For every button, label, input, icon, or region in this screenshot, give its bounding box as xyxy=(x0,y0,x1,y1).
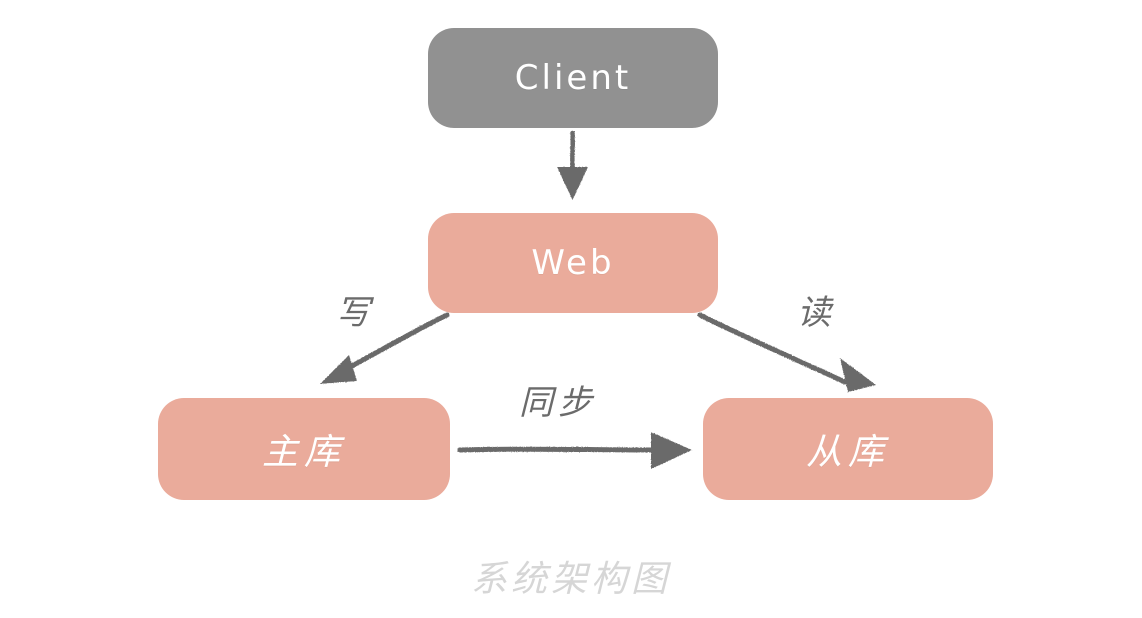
node-slave-database-label: 从库 xyxy=(805,432,890,473)
edge-master-to-slave xyxy=(457,432,692,469)
edge-web-to-slave xyxy=(697,312,876,392)
node-master-database[interactable]: 主库 xyxy=(158,398,450,500)
node-web[interactable]: Web xyxy=(428,213,718,313)
edge-label-read: 读 xyxy=(797,293,831,333)
node-slave-database[interactable]: 从库 xyxy=(703,398,993,500)
diagram-caption: 系统架构图 xyxy=(470,559,671,600)
node-client[interactable]: Client xyxy=(428,28,718,128)
edge-label-write: 写 xyxy=(336,293,370,333)
node-web-label: Web xyxy=(531,243,615,283)
edge-label-sync: 同步 xyxy=(519,383,597,423)
node-client-label: Client xyxy=(514,58,632,98)
edge-client-to-web xyxy=(557,130,588,200)
node-master-database-label: 主库 xyxy=(261,432,346,473)
